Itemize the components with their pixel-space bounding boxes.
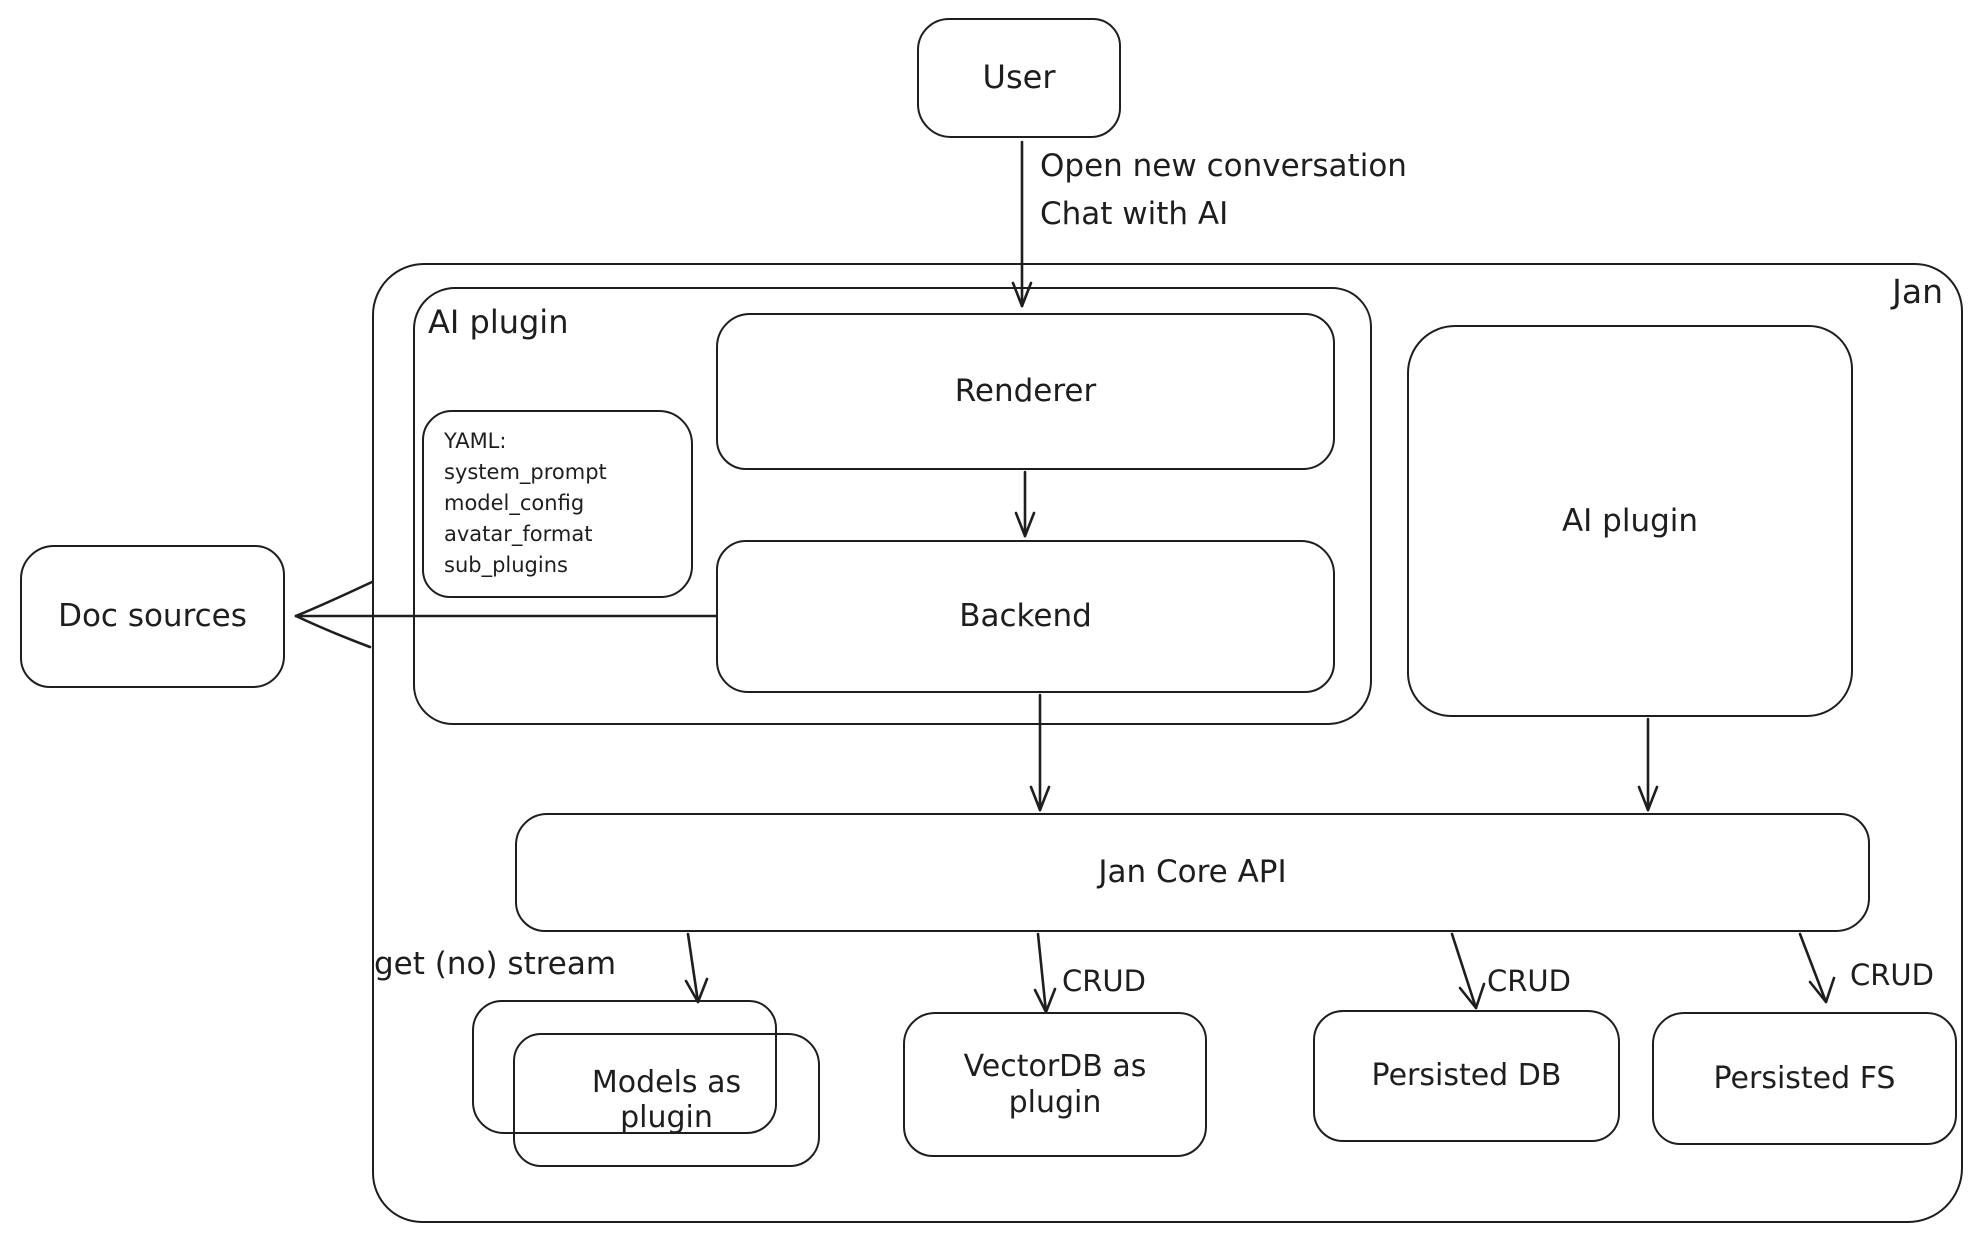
jan-core-api-node: Jan Core API <box>515 813 1870 932</box>
models-as-plugin-node: Models as plugin <box>513 1033 820 1167</box>
ai-plugin-node: AI plugin <box>1407 325 1853 717</box>
renderer-node-label: Renderer <box>954 373 1097 410</box>
yaml-note-line: model_config <box>444 491 585 516</box>
crud-persisted-fs-label: CRUD <box>1850 958 1934 992</box>
jan-container <box>372 263 1963 1223</box>
yaml-note-line: avatar_format <box>444 522 593 547</box>
ai-plugin-group-label: AI plugin <box>428 303 569 341</box>
doc-sources-node: Doc sources <box>20 545 285 688</box>
yaml-note: YAML: system_prompt model_config avatar_… <box>422 410 693 598</box>
persisted-db-node-label: Persisted DB <box>1371 1058 1562 1094</box>
renderer-node: Renderer <box>716 313 1335 470</box>
persisted-fs-node: Persisted FS <box>1652 1012 1957 1145</box>
ai-plugin-group <box>413 287 1372 725</box>
jan-container-label: Jan <box>1892 272 1943 311</box>
user-flow-label-line1: Open new conversation <box>1040 148 1407 184</box>
vectordb-node-label: VectorDB as plugin <box>963 1049 1147 1120</box>
yaml-note-title: YAML: <box>444 429 507 453</box>
doc-sources-node-label: Doc sources <box>58 598 247 635</box>
user-flow-label-line2: Chat with AI <box>1040 196 1229 232</box>
backend-node-label: Backend <box>959 598 1092 635</box>
user-node: User <box>917 18 1121 138</box>
backend-node: Backend <box>716 540 1335 693</box>
persisted-fs-node-label: Persisted FS <box>1713 1060 1896 1096</box>
crud-vectordb-label: CRUD <box>1062 964 1146 998</box>
models-back-box <box>472 1000 777 1134</box>
persisted-db-node: Persisted DB <box>1313 1010 1620 1142</box>
user-node-label: User <box>982 58 1056 97</box>
stream-edge-label: get (no) stream <box>374 946 617 982</box>
yaml-note-line: sub_plugins <box>444 553 568 578</box>
ai-plugin-node-label: AI plugin <box>1561 502 1699 539</box>
models-as-plugin-node-label: Models as plugin <box>591 1064 742 1135</box>
jan-core-api-node-label: Jan Core API <box>1098 854 1287 891</box>
crud-persisted-db-label: CRUD <box>1487 964 1571 998</box>
vectordb-node: VectorDB as plugin <box>903 1012 1207 1157</box>
yaml-note-line: system_prompt <box>444 460 607 485</box>
